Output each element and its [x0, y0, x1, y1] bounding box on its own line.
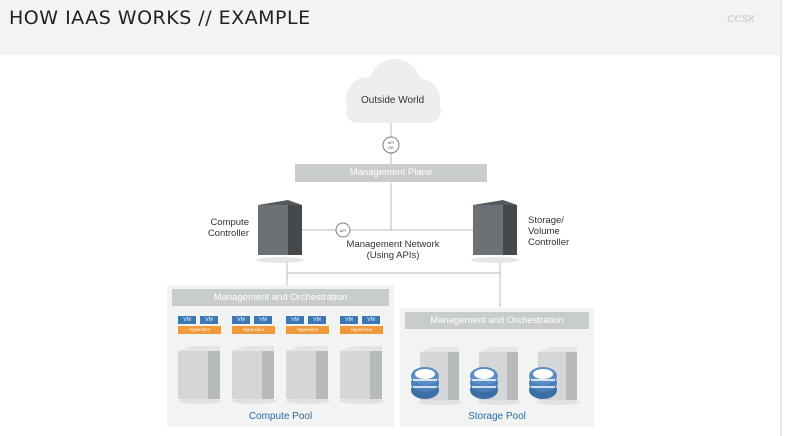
compute-controller-server-icon	[256, 200, 304, 263]
compute-server-icon	[232, 346, 276, 404]
storage-pool-panel: Management and Orchestration	[400, 308, 594, 427]
compute-servers	[178, 346, 384, 404]
hypervisor-chip: Hypervisor	[232, 326, 275, 334]
vm-chip: VM	[178, 316, 196, 324]
cloud-icon	[346, 59, 441, 123]
compute-orchestration-bar: Management and Orchestration	[172, 289, 389, 306]
storage-controller-label: Storage/ Volume Controller	[528, 215, 570, 248]
management-network-label: Management Network (Using APIs)	[346, 239, 440, 261]
vm-chip: VM	[286, 316, 304, 324]
compute-server-icon	[178, 346, 222, 404]
disk-stack-icon	[411, 367, 439, 399]
svg-text:GE: GE	[388, 145, 394, 150]
disk-stack-icon	[529, 367, 557, 399]
svg-text:API: API	[340, 228, 346, 233]
hypervisor-chip: Hypervisor	[286, 326, 329, 334]
management-plane-bar: Management Plane	[295, 164, 487, 182]
vm-chip: VM	[232, 316, 250, 324]
compute-pool-label: Compute Pool	[248, 411, 313, 422]
storage-servers	[411, 347, 580, 405]
storage-pool-label: Storage Pool	[468, 411, 526, 422]
page-title: HOW IAAS WORKS // EXAMPLE	[9, 7, 311, 29]
vm-chip: VM	[362, 316, 380, 324]
compute-controller-label: Compute Controller	[207, 217, 249, 239]
api-gear-icon-network	[335, 222, 351, 238]
compute-pool-panel: Management and Orchestration VM VM Hyper…	[167, 285, 394, 427]
vm-chip: VM	[340, 316, 358, 324]
storage-orchestration-bar: Management and Orchestration	[405, 312, 589, 329]
svg-text:API: API	[388, 140, 394, 145]
diagram-lines: API GE API	[256, 59, 519, 307]
hypervisor-chip: Hypervisor	[340, 326, 383, 334]
api-gear-icon-top	[382, 136, 400, 154]
storage-controller-server-icon	[471, 200, 519, 263]
ccsk-logo: CCSK	[727, 14, 756, 25]
scroll-edge	[780, 0, 782, 436]
slide-header: HOW IAAS WORKS // EXAMPLE CCSK	[0, 0, 780, 55]
disk-stack-icon	[470, 367, 498, 399]
compute-server-icon	[286, 346, 330, 404]
vm-chip: VM	[254, 316, 272, 324]
compute-server-icon	[340, 346, 384, 404]
hypervisor-chip: Hypervisor	[178, 326, 221, 334]
diagram-area: API GE API Outside World Management Plan…	[0, 55, 780, 436]
outside-world-label: Outside World	[361, 95, 425, 106]
vm-chip: VM	[308, 316, 326, 324]
vm-chip: VM	[200, 316, 218, 324]
